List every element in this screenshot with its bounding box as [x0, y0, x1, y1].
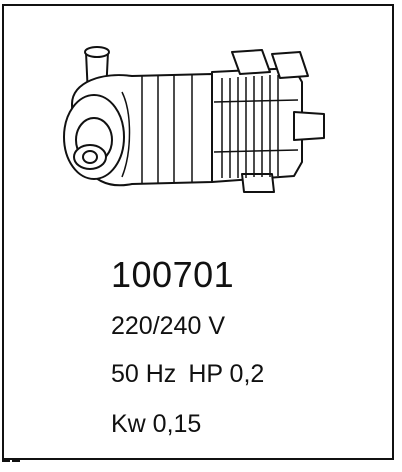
crop-mark	[2, 460, 10, 468]
crop-mark	[12, 460, 20, 468]
frequency-horsepower-row: 50 Hz HP 0,2	[111, 360, 264, 389]
product-card: 100701 220/240 V 50 Hz HP 0,2 Kw 0,15	[2, 4, 394, 460]
horsepower-spec: HP 0,2	[188, 360, 265, 388]
frequency-spec: 50 Hz	[111, 360, 177, 388]
power-spec: Kw 0,15	[111, 410, 202, 438]
product-code: 100701	[111, 254, 235, 295]
pump-motor-icon	[63, 46, 325, 193]
voltage-spec: 220/240 V	[111, 312, 225, 340]
